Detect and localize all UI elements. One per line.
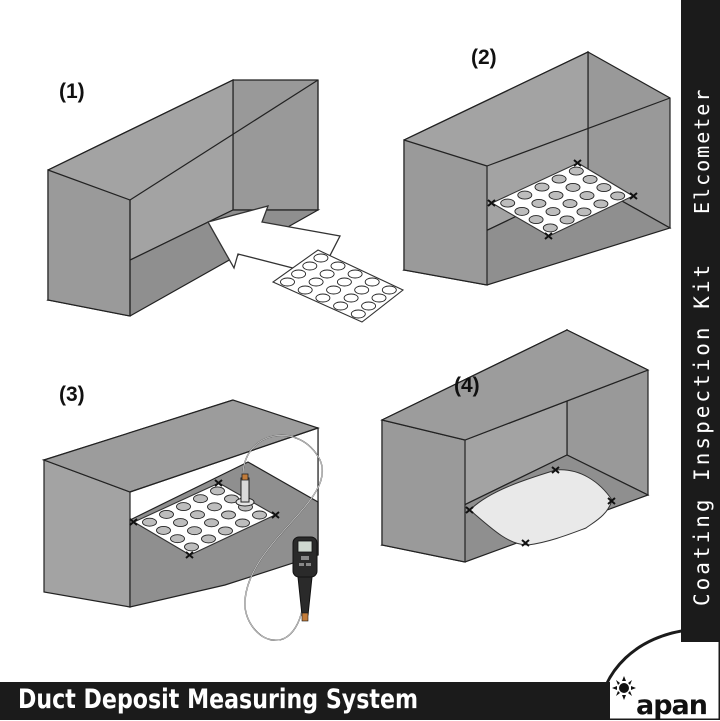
- template-hole: [361, 301, 377, 311]
- sidebar-brand-text: Elcometer: [690, 87, 714, 214]
- thickness-gauge-icon: [292, 536, 318, 622]
- template-hole: [593, 199, 609, 209]
- template-hole: [565, 182, 581, 192]
- template-hole: [297, 285, 313, 295]
- template-hole: [568, 166, 584, 176]
- template-hole: [371, 293, 387, 303]
- sidebar-banner: [681, 0, 720, 642]
- template-hole: [156, 525, 171, 535]
- template-hole: [204, 518, 219, 528]
- template-hole: [576, 207, 592, 217]
- template-hole: [280, 277, 295, 287]
- template-hole: [190, 510, 205, 520]
- template-hole: [343, 293, 359, 303]
- template-hole: [333, 301, 349, 311]
- template-hole: [596, 183, 612, 193]
- template-hole: [315, 293, 331, 303]
- template-hole: [184, 542, 199, 552]
- corner-markers: [465, 466, 616, 547]
- template-sheet-panel-1: [271, 249, 405, 323]
- duct-back-wall: [232, 79, 319, 211]
- template-hole: [176, 502, 191, 512]
- template-hole: [354, 285, 370, 295]
- template-hole: [187, 526, 202, 536]
- template-hole: [548, 190, 564, 200]
- template-hole: [252, 510, 267, 520]
- template-sheet-panel-2: [487, 159, 638, 240]
- template-hole: [207, 502, 222, 512]
- template-hole: [517, 190, 533, 200]
- template-hole: [514, 206, 530, 216]
- template-hole: [545, 207, 561, 217]
- template-hole: [579, 191, 595, 201]
- footer-banner: [0, 682, 610, 720]
- template-hole: [319, 269, 335, 279]
- sun-icon: [612, 676, 636, 700]
- template-hole: [534, 182, 550, 192]
- template-hole: [542, 223, 558, 233]
- footer-title: Duct Deposit Measuring System: [18, 684, 419, 715]
- corner-markers: [487, 159, 638, 240]
- template-hole: [528, 215, 544, 225]
- template-hole: [291, 269, 307, 279]
- template-hole: [336, 277, 352, 287]
- template-hole: [201, 534, 216, 544]
- step-label-2: (2): [471, 46, 497, 69]
- template-hole: [381, 285, 397, 295]
- deposit-area: [465, 466, 616, 547]
- template-hole: [235, 518, 250, 528]
- template-hole: [170, 534, 185, 544]
- template-hole: [610, 191, 626, 201]
- step-label-3: (3): [59, 383, 85, 406]
- template-hole: [210, 486, 225, 496]
- template-hole: [531, 198, 547, 208]
- template-hole: [221, 510, 236, 520]
- step-label-1: (1): [59, 80, 85, 103]
- template-hole: [302, 261, 318, 271]
- template-hole: [350, 309, 366, 319]
- template-hole: [551, 174, 567, 184]
- template-hole: [142, 517, 157, 527]
- template-hole: [326, 285, 342, 295]
- template-hole: [193, 494, 208, 504]
- template-hole: [500, 198, 516, 208]
- template-hole: [173, 518, 188, 528]
- template-hole: [313, 253, 329, 263]
- template-hole: [364, 277, 380, 287]
- panel-2-duct: [402, 50, 672, 286]
- template-hole: [562, 199, 578, 209]
- sidebar-kit-text: Coating Inspection Kit: [690, 261, 714, 606]
- template-hole: [582, 174, 598, 184]
- template-hole: [218, 526, 233, 536]
- duct-front-frame: [403, 139, 488, 286]
- probe-and-gauge: [235, 434, 323, 641]
- template-hole: [559, 215, 575, 225]
- probe-icon: [235, 473, 255, 507]
- template-hole: [330, 261, 346, 271]
- corner-markers: [129, 479, 280, 559]
- template-hole: [308, 277, 324, 287]
- template-hole: [159, 509, 174, 519]
- template-hole: [347, 269, 363, 279]
- logo-text: apan: [636, 690, 708, 721]
- duct-front-frame: [381, 419, 466, 563]
- step-label-4: (4): [454, 374, 480, 397]
